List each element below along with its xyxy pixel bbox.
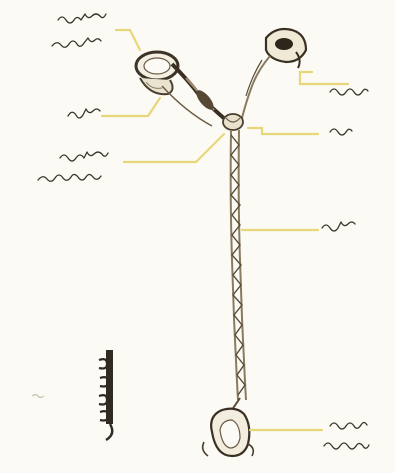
label-left-mid (68, 109, 100, 118)
label-right-top (330, 89, 368, 95)
label-left-lower (38, 152, 108, 181)
leader-right-top (300, 72, 348, 84)
strap-assembly (136, 29, 306, 456)
leader-left-lower (124, 134, 224, 162)
vertical-script-mark (99, 350, 113, 440)
label-right-rope (322, 222, 355, 231)
stirrup (203, 398, 254, 456)
leader-top-left (116, 30, 140, 50)
label-right-bottom (324, 423, 369, 450)
leader-left-mid (102, 98, 160, 116)
faint-mark (32, 395, 44, 398)
right-toggle (242, 29, 306, 118)
label-top-left (52, 14, 106, 47)
label-right-mid (330, 129, 352, 135)
junction-knot (223, 114, 243, 130)
leader-lines (102, 30, 348, 430)
braided-rope (231, 130, 246, 400)
left-ring-buckle (136, 52, 178, 94)
leader-right-mid (248, 128, 318, 134)
